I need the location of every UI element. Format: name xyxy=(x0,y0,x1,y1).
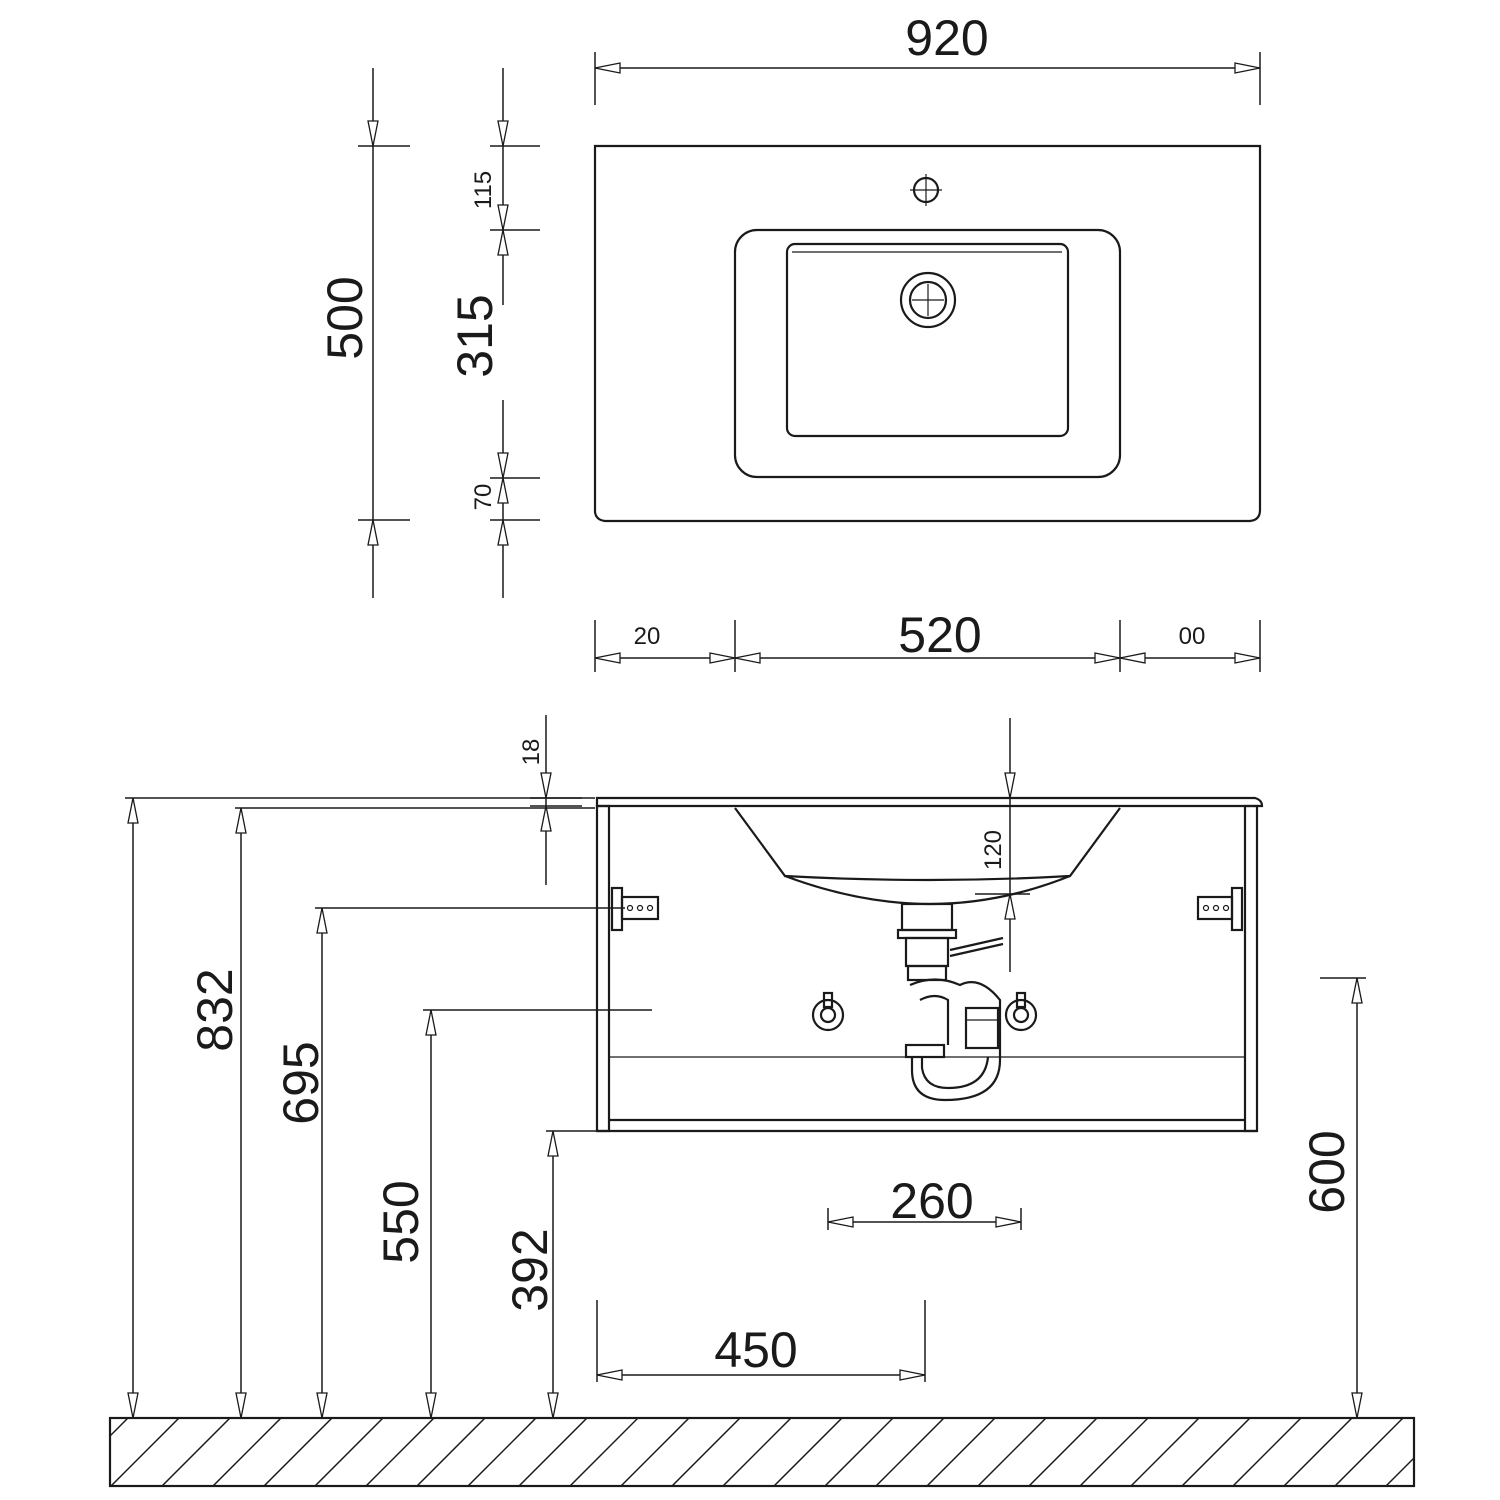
hatch-line xyxy=(314,1418,384,1486)
bracket-left-icon xyxy=(610,886,660,932)
hatch-line xyxy=(518,1418,588,1486)
dim-120-label: 120 xyxy=(980,830,1007,870)
dim-832: 832 xyxy=(125,797,595,1419)
angle-valve-left-icon xyxy=(811,991,845,1032)
dim-392: 392 xyxy=(423,1009,652,1419)
dim-260: 260 xyxy=(827,1173,1022,1230)
drain-icon xyxy=(899,271,957,329)
hatch-line xyxy=(161,1418,231,1486)
hatch-line xyxy=(1385,1456,1414,1486)
dim-450-label: 450 xyxy=(714,1322,797,1378)
dim-260-label: 260 xyxy=(890,1173,973,1229)
dim-392-label: 392 xyxy=(502,1228,558,1311)
cabinet-side-right xyxy=(1243,804,1259,1133)
hatch-line xyxy=(1232,1418,1302,1486)
bracket-right-icon xyxy=(1196,886,1244,932)
hatch-line xyxy=(1028,1418,1098,1486)
hatch-line xyxy=(263,1418,333,1486)
dim-695-label: 695 xyxy=(273,1041,329,1124)
hatch-line xyxy=(1437,1418,1500,1486)
hatch-line xyxy=(110,1418,180,1486)
hatch-line xyxy=(671,1418,741,1486)
hatch-line xyxy=(416,1418,486,1486)
hatch-line xyxy=(365,1418,435,1486)
tap-hole-icon xyxy=(910,174,942,206)
hatch-line xyxy=(212,1418,282,1486)
hatch-line xyxy=(110,1418,129,1438)
hatch-line xyxy=(977,1418,1047,1486)
hatch-line xyxy=(722,1418,792,1486)
hatch-line xyxy=(773,1418,843,1486)
countertop-slab xyxy=(595,796,1264,808)
dim-600: 600 xyxy=(1299,977,1366,1419)
dim-20-label: 20 xyxy=(634,623,661,650)
hatch-line xyxy=(926,1418,996,1486)
dim-315-label: 315 xyxy=(447,294,503,377)
siphon-trap-icon xyxy=(896,902,1004,1102)
hatch-line xyxy=(824,1418,894,1486)
dim-18: 18 xyxy=(518,715,582,885)
hatch-line xyxy=(1181,1418,1251,1486)
dim-115-label: 115 xyxy=(470,171,497,209)
hatch-line xyxy=(620,1418,690,1486)
dim-chain-width: 20 520 00 xyxy=(594,607,1261,672)
basin-rim xyxy=(733,228,1122,479)
hatch-line xyxy=(875,1418,945,1486)
dim-920: 920 xyxy=(594,10,1261,105)
hatch-line xyxy=(1130,1418,1200,1486)
dim-550: 550 xyxy=(315,907,625,1419)
angle-valve-right-icon xyxy=(1004,991,1038,1032)
dim-18-label: 18 xyxy=(518,739,545,766)
floor-hatch xyxy=(108,1416,1500,1488)
dim-00-label: 00 xyxy=(1179,623,1206,650)
hatch-line xyxy=(1079,1418,1149,1486)
dim-450: 450 xyxy=(596,1300,926,1382)
hatch-line xyxy=(569,1418,639,1486)
dim-920-label: 920 xyxy=(905,10,988,66)
dim-600-label: 600 xyxy=(1299,1130,1355,1213)
dim-chain-depth: 115 315 70 xyxy=(447,68,540,598)
dim-832-label: 832 xyxy=(187,968,243,1051)
top-view: 920 500 115 315 70 xyxy=(317,10,1262,672)
hatch-line xyxy=(467,1418,537,1486)
dim-550-label: 550 xyxy=(373,1180,429,1263)
cabinet-side-left xyxy=(595,804,611,1133)
dim-500-label: 500 xyxy=(317,276,373,359)
dim-500: 500 xyxy=(317,68,410,598)
basin-profile xyxy=(734,807,1121,882)
countertop-outline xyxy=(593,144,1262,523)
dim-520-label: 520 xyxy=(898,607,981,663)
dim-695: 695 xyxy=(235,807,595,1419)
front-view: 18 120 832 695 xyxy=(108,715,1500,1488)
hatch-line xyxy=(1334,1418,1404,1486)
dim-120: 120 xyxy=(975,718,1030,972)
basin-bowl xyxy=(785,242,1070,438)
dim-70-label: 70 xyxy=(470,484,497,511)
hatch-line xyxy=(1283,1418,1353,1486)
